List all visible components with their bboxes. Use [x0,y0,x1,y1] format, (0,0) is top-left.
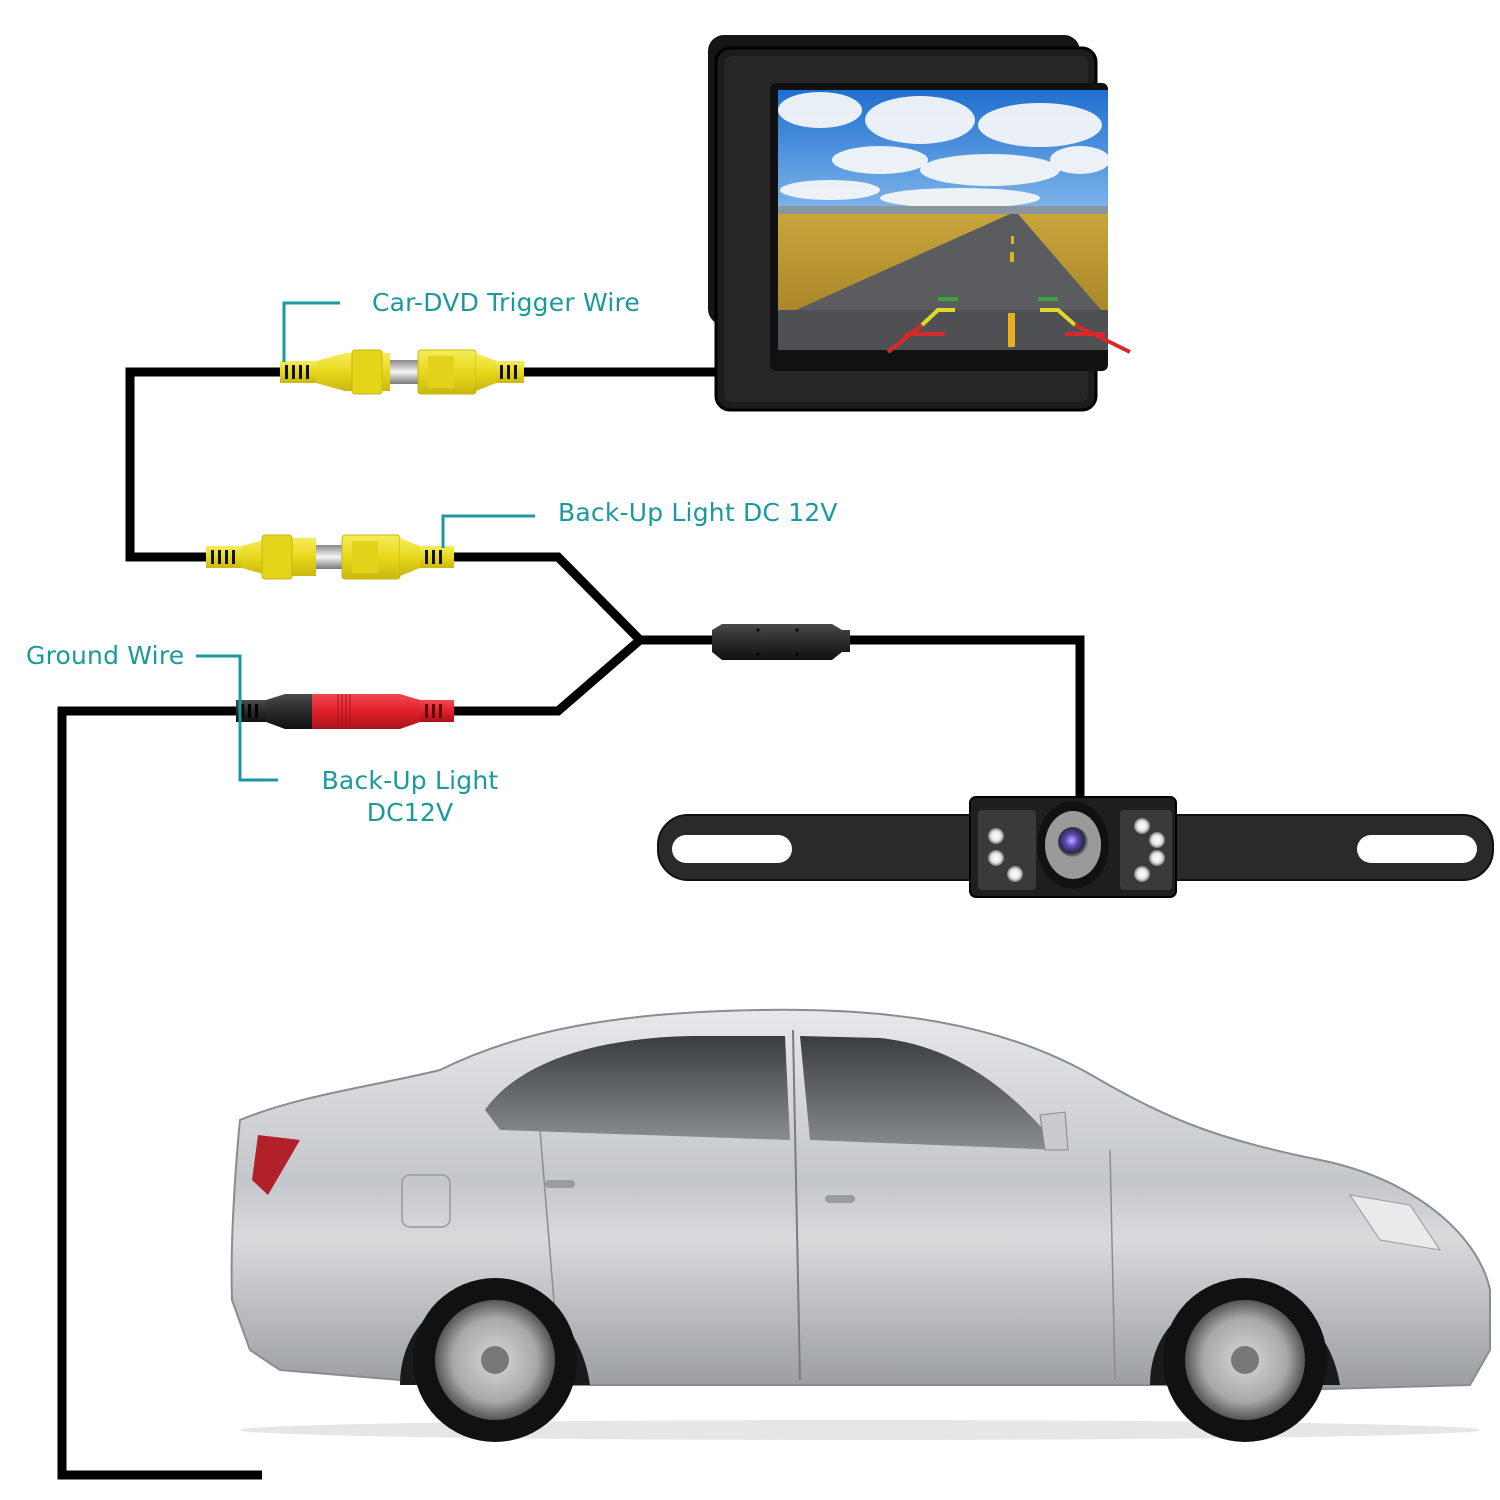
monitor [708,35,1131,412]
front-wheel [1163,1278,1327,1442]
label-car-dvd-trigger-wire: Car-DVD Trigger Wire [372,288,640,317]
label-backup-light-line1: Back-Up Light [321,766,499,795]
inline-filter [712,624,850,660]
rca-connector-middle [206,534,454,580]
label-backup-light-line2: DC12V [366,798,454,827]
car [230,1008,1491,1442]
rca-connector-top [280,349,524,395]
leader-lines [196,301,535,782]
label-backup-light-dc12v: Back-Up Light DC 12V [558,498,838,527]
power-connector [236,694,454,729]
license-plate-camera [657,796,1494,898]
label-ground-wire: Ground Wire [26,641,185,670]
monitor-screen [778,90,1131,354]
rear-wheel [413,1278,577,1442]
